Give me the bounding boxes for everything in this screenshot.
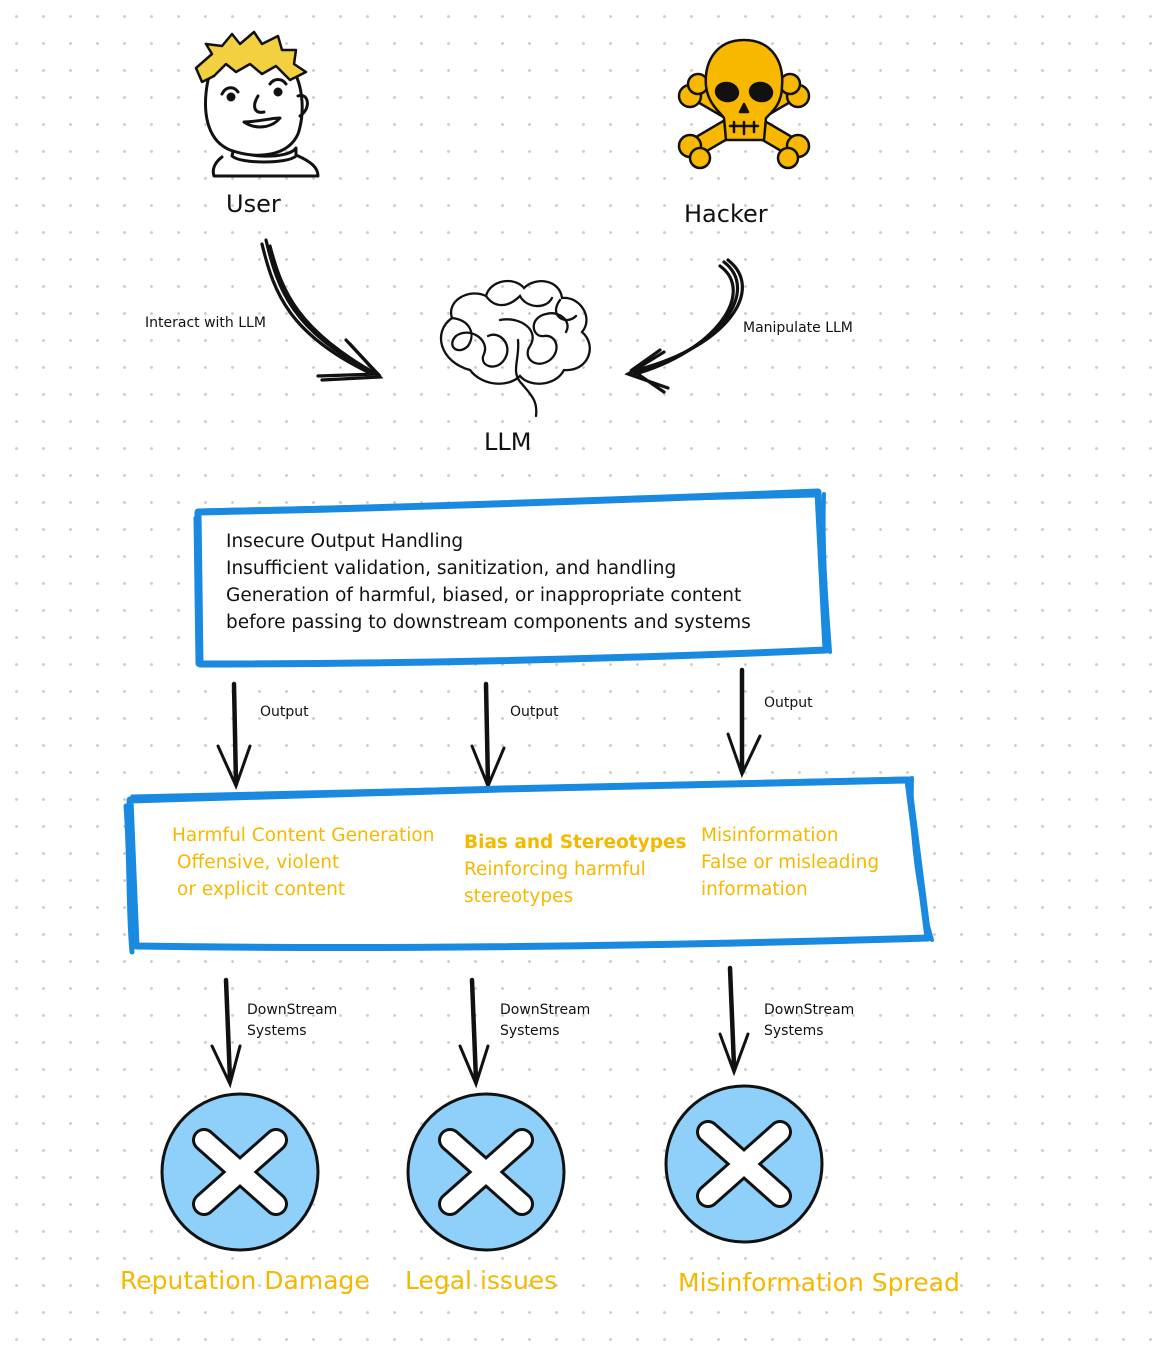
downstream-label-line: Systems bbox=[247, 1023, 307, 1039]
downstream-label: DownStream Systems bbox=[247, 1000, 337, 1042]
edge-label-interact: Interact with LLM bbox=[145, 315, 266, 331]
downstream-label-line: Systems bbox=[764, 1023, 824, 1039]
vulnerability-line: before passing to downstream components … bbox=[226, 612, 751, 633]
user-face-icon bbox=[194, 30, 320, 178]
output-label: Output bbox=[510, 704, 559, 720]
vulnerability-title: Insecure Output Handling bbox=[226, 531, 464, 552]
vulnerability-line: Insufficient validation, sanitization, a… bbox=[226, 558, 677, 579]
vulnerability-box-border bbox=[193, 488, 832, 668]
category-line: False or misleading bbox=[701, 852, 880, 873]
vulnerability-box-text: Insecure Output Handling Insufficient va… bbox=[226, 528, 751, 636]
category-line: stereotypes bbox=[464, 886, 574, 907]
brain-icon bbox=[439, 279, 591, 418]
edge-label-manipulate: Manipulate LLM bbox=[743, 320, 853, 336]
category-line: Offensive, violent bbox=[177, 852, 340, 873]
category-misinformation: Misinformation False or misleading infor… bbox=[701, 822, 879, 903]
llm-label: LLM bbox=[484, 428, 532, 456]
category-line: or explicit content bbox=[177, 879, 346, 900]
skull-crossbones-icon bbox=[677, 38, 811, 170]
output-label: Output bbox=[260, 704, 309, 720]
category-line: Reinforcing harmful bbox=[464, 859, 646, 880]
downstream-label: DownStream Systems bbox=[500, 1000, 590, 1042]
user-label: User bbox=[226, 190, 281, 218]
x-circle-icon bbox=[160, 1092, 320, 1252]
arrow-hacker-to-llm bbox=[624, 258, 744, 394]
x-circle-icon bbox=[406, 1092, 566, 1252]
downstream-label-line: DownStream bbox=[247, 1002, 338, 1018]
category-bias: Bias and Stereotypes Reinforcing harmful… bbox=[464, 829, 687, 910]
downstream-arrows bbox=[210, 965, 750, 1089]
x-circle-icon bbox=[664, 1084, 824, 1244]
arrow-user-to-llm bbox=[260, 238, 384, 382]
vulnerability-line: Generation of harmful, biased, or inappr… bbox=[226, 585, 742, 606]
output-arrows bbox=[216, 667, 762, 791]
impact-legal-issues: Legal issues bbox=[405, 1266, 558, 1295]
category-line: information bbox=[701, 879, 808, 900]
downstream-label: DownStream Systems bbox=[764, 1000, 854, 1042]
output-label: Output bbox=[764, 695, 813, 711]
downstream-label-line: DownStream bbox=[764, 1002, 855, 1018]
impact-misinformation-spread: Misinformation Spread bbox=[678, 1268, 960, 1297]
category-harmful-content: Harmful Content Generation Offensive, vi… bbox=[172, 822, 434, 903]
category-title: Bias and Stereotypes bbox=[464, 832, 687, 853]
categories-box-border bbox=[123, 776, 934, 955]
category-title: Harmful Content Generation bbox=[172, 825, 435, 846]
impact-reputation-damage: Reputation Damage bbox=[120, 1266, 370, 1295]
hacker-label: Hacker bbox=[684, 200, 768, 228]
downstream-label-line: Systems bbox=[500, 1023, 560, 1039]
category-title: Misinformation bbox=[701, 825, 839, 846]
downstream-label-line: DownStream bbox=[500, 1002, 591, 1018]
